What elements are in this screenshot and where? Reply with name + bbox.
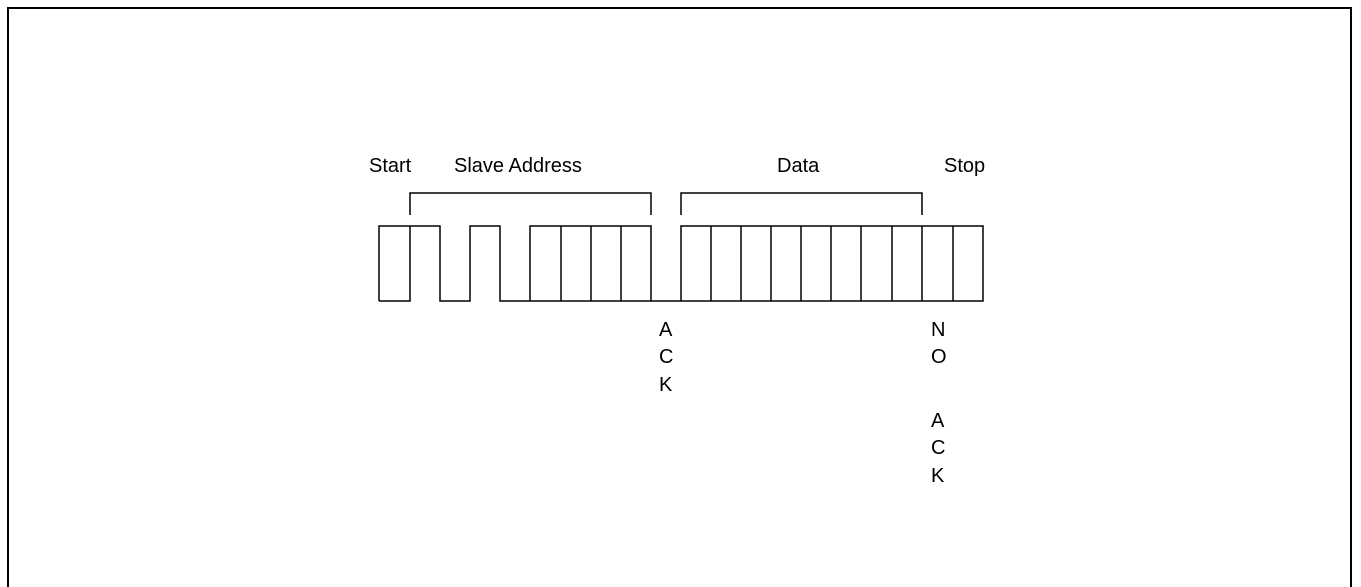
no-ack-letter-o: O [931,346,947,368]
signal-waveform [378,225,984,302]
start-label: Start [369,155,412,177]
stop-label: Stop [944,155,985,177]
data-bracket [680,192,923,215]
diagram-frame [7,7,1352,587]
no-ack-letter-c: C [931,437,945,459]
slave-address-label: Slave Address [454,155,582,177]
no-ack-letter-n: N [931,319,945,341]
no-ack-letter-a: A [931,410,945,432]
ack-letter-c: C [659,346,673,368]
ack-letter-a: A [659,319,673,341]
data-label: Data [777,155,820,177]
slave-address-bracket [409,192,652,215]
no-ack-letter-k: K [931,465,945,487]
ack-letter-k: K [659,374,673,396]
